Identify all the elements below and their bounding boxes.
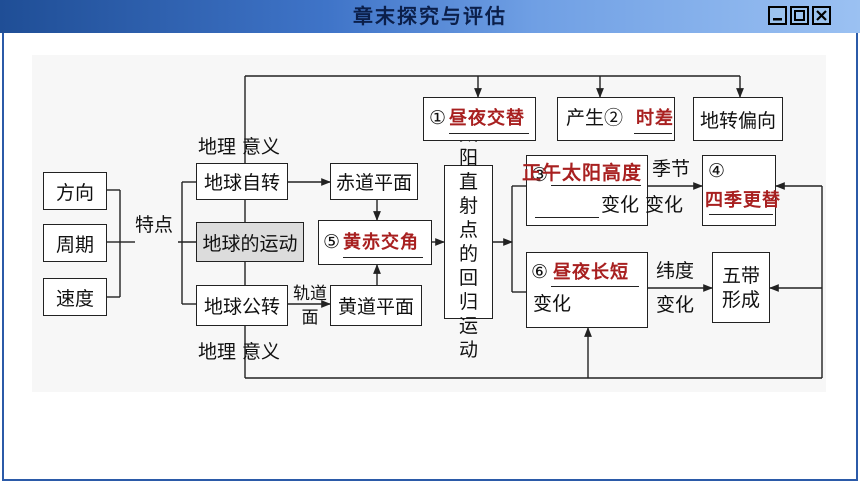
content-frame — [2, 33, 858, 481]
blank1-underline — [449, 133, 529, 134]
sun-direct-box: 太阳直射点的回归运动 — [444, 123, 493, 361]
blank3-underline-top — [551, 185, 641, 186]
period-box: 周期 — [43, 224, 107, 262]
restore-button[interactable] — [790, 6, 809, 25]
blank6-box: ⑥ 昼夜长短 变化 — [526, 252, 648, 328]
blank4-answer: 四季更替 — [705, 190, 781, 211]
blank6-underline — [551, 286, 639, 287]
blank5-number: ⑤ — [323, 231, 341, 253]
ecliptic-plane-box: 黄道平面 — [330, 285, 422, 326]
blank1-answer: 昼夜交替 — [449, 108, 525, 129]
revolution-box: 地球公转 — [196, 285, 288, 326]
blank3-answer: 正午太阳高度 — [522, 162, 643, 184]
orbit-plane-label: 轨道面 — [293, 284, 327, 328]
geo-meaning-bottom-label: 地理 意义 — [198, 341, 281, 363]
close-icon — [816, 10, 827, 21]
blank2-box: 产生② 时差 — [557, 97, 675, 141]
blank2-underline — [634, 133, 672, 134]
blank6-number: ⑥ — [531, 261, 549, 283]
blank3-change: 变化 — [601, 194, 640, 216]
blank3-number: ③ — [531, 164, 549, 186]
page-title: 章末探究与评估 — [353, 4, 507, 28]
blank2-prefix: 产生② — [566, 107, 624, 129]
deflection-box: 地转偏向 — [693, 97, 783, 141]
blank3-underline-bottom — [535, 217, 599, 218]
blank5-answer: 黄赤交角 — [343, 232, 419, 253]
minimize-button[interactable] — [768, 6, 787, 25]
blank1-number: ① — [429, 107, 447, 129]
equator-plane-box: 赤道平面 — [330, 163, 418, 200]
blank2-answer: 时差 — [636, 108, 674, 129]
geo-meaning-top-label: 地理 意义 — [198, 136, 281, 158]
direction-box: 方向 — [43, 172, 107, 210]
features-label: 特点 — [135, 214, 174, 236]
blank3-box: ③ 变化 — [526, 155, 648, 226]
latitude-label: 纬度 — [656, 260, 695, 282]
blank1-box: ① 昼夜交替 — [423, 97, 536, 141]
five-zones-box: 五带形成 — [712, 252, 770, 323]
restore-icon — [794, 10, 805, 21]
blank5-underline — [343, 257, 423, 258]
blank6-change: 变化 — [533, 293, 572, 315]
minimize-icon — [773, 18, 782, 21]
close-button[interactable] — [812, 6, 831, 25]
season-label: 季节 — [652, 158, 691, 180]
blank4-box: ④ 四季更替 — [702, 155, 780, 226]
latitude-change-label: 变化 — [656, 294, 695, 316]
blank4-underline — [709, 214, 773, 215]
blank4-number: ④ — [708, 160, 726, 182]
rotation-box: 地球自转 — [196, 163, 288, 200]
season-change-label: 变化 — [645, 194, 684, 216]
title-bar — [0, 0, 860, 33]
blank5-box: ⑤ 黄赤交角 — [318, 220, 432, 265]
speed-box: 速度 — [43, 278, 107, 316]
motion-box: 地球的运动 — [196, 222, 304, 262]
blank6-answer: 昼夜长短 — [553, 262, 629, 283]
